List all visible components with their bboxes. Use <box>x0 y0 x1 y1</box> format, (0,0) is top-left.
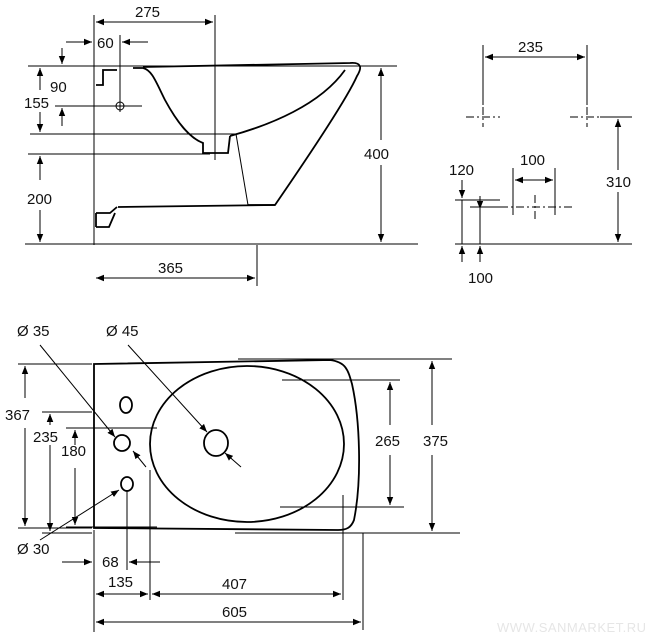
dim-367: 367 <box>5 407 30 424</box>
bidet-top-outline <box>93 359 360 531</box>
dim-90: 90 <box>50 79 67 96</box>
dim-155: 155 <box>24 95 49 112</box>
dia-35-label: Ø 35 <box>17 323 50 340</box>
hole-35 <box>113 434 131 452</box>
dim-605: 605 <box>222 604 247 621</box>
dim-235-rear: 235 <box>518 39 543 56</box>
dim-265: 265 <box>375 433 400 450</box>
dim-275: 275 <box>135 4 160 21</box>
dim-135: 135 <box>108 574 133 591</box>
dim-200: 200 <box>27 191 52 208</box>
side-view: 275 60 90 155 200 400 365 <box>24 4 418 286</box>
dim-120: 120 <box>449 162 474 179</box>
dim-100-vertical: 100 <box>468 270 493 287</box>
hole-30 <box>120 476 134 492</box>
rear-view: 235 310 100 120 100 <box>449 39 632 287</box>
dim-100-horizontal: 100 <box>520 152 545 169</box>
bidet-side-profile <box>95 62 362 228</box>
dim-60: 60 <box>97 35 114 52</box>
watermark: WWW.SANMARKET.RU <box>497 620 646 635</box>
dim-235-top: 235 <box>33 429 58 446</box>
hole <box>119 396 133 414</box>
dim-407: 407 <box>222 576 247 593</box>
dim-180: 180 <box>61 443 86 460</box>
dia-45-label: Ø 45 <box>106 323 139 340</box>
bowl-outline <box>149 365 345 523</box>
dim-68: 68 <box>102 554 119 571</box>
top-view: Ø 35 Ø 45 Ø 30 367 235 180 265 375 68 13… <box>5 323 460 632</box>
hole-45 <box>203 429 229 457</box>
dia-30-label: Ø 30 <box>17 541 50 558</box>
dim-365: 365 <box>158 260 183 277</box>
dim-310: 310 <box>606 174 631 191</box>
dim-400: 400 <box>364 146 389 163</box>
dim-375: 375 <box>423 433 448 450</box>
